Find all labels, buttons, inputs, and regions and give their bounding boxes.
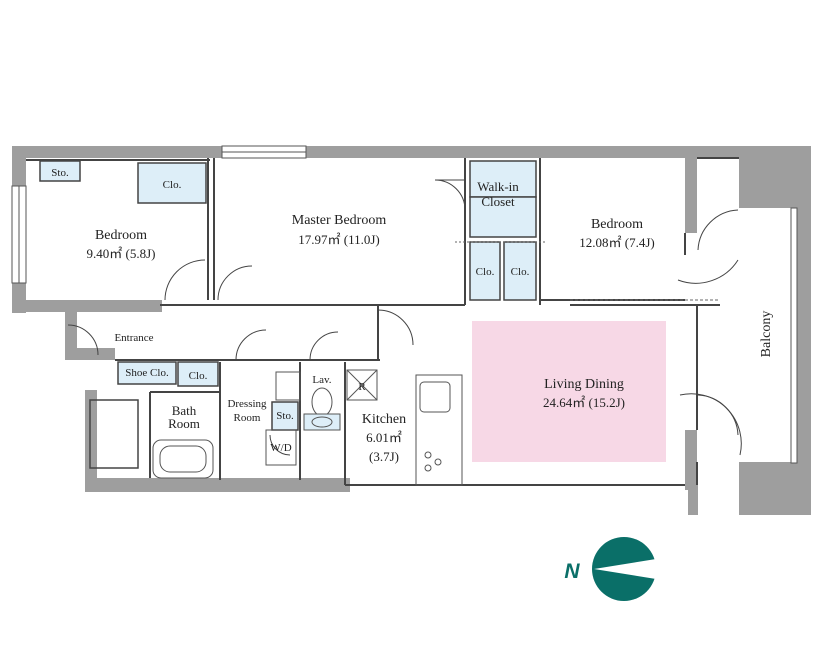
clo-entrance-box	[177, 361, 219, 387]
kitchen-area-line1: 6.01㎡	[366, 430, 402, 445]
stove-burner-icon	[424, 464, 432, 472]
sto-dressing-label: Sto.	[276, 410, 294, 422]
bedroom-right-name: Bedroom	[591, 217, 643, 232]
dressing-room-line1: Dressing	[227, 398, 267, 410]
clo-bedroom-label: Clo.	[163, 179, 182, 191]
room-labels: Bedroom 9.40㎡ (5.8J) Master Bedroom 17.9…	[87, 179, 774, 464]
toilet-icon	[311, 387, 333, 417]
refrigerator-label: R	[358, 381, 366, 393]
walk-in-closet-box-bottom	[469, 196, 537, 238]
bathtub	[152, 439, 214, 479]
living-dining-area: 24.64㎡ (15.2J)	[543, 395, 625, 410]
walk-in-closet-box-top	[469, 160, 537, 198]
bedroom-left-area: 9.40㎡ (5.8J)	[87, 246, 156, 261]
fixture-labels: Lav. W/D R	[270, 374, 366, 454]
sto-bedroom-box	[39, 160, 81, 182]
lav-label: Lav.	[312, 374, 331, 386]
partitions	[26, 157, 739, 486]
washer-dryer-box	[265, 429, 297, 466]
bedroom-left-name: Bedroom	[95, 228, 147, 243]
door-swings	[67, 179, 742, 456]
kitchen-area-line2: (3.7J)	[369, 449, 399, 464]
master-bedroom-area: 17.97㎡ (11.0J)	[298, 232, 380, 247]
stove-burner-icon	[434, 458, 442, 466]
master-bedroom-name: Master Bedroom	[292, 213, 387, 228]
north-letter: N	[564, 560, 580, 583]
entrance-label: Entrance	[114, 332, 153, 344]
living-dining-highlight	[472, 321, 666, 462]
stove-burner-icon	[424, 451, 432, 459]
fixtures	[152, 369, 463, 486]
walk-in-closet-line1: Walk-in	[477, 179, 519, 194]
shoe-clo-label: Shoe Clo.	[125, 367, 169, 379]
walk-in-closet-line2: Closet	[481, 194, 515, 209]
washer-dryer-label: W/D	[270, 442, 291, 454]
kitchen-name: Kitchen	[362, 412, 406, 427]
sto-bedroom-label: Sto.	[51, 167, 69, 179]
living-dining-name: Living Dining	[544, 377, 624, 392]
kitchen-counter	[415, 374, 463, 486]
clo-mid-2-label: Clo.	[511, 266, 530, 278]
clo-mid-1-box	[469, 241, 501, 301]
clo-bedroom-box	[137, 162, 207, 204]
sto-dressing-box	[271, 401, 299, 431]
bath-room-line1: Bath	[172, 403, 197, 418]
bedroom-right-area: 12.08㎡ (7.4J)	[579, 235, 654, 250]
closets	[39, 160, 537, 431]
refrigerator-box	[346, 369, 378, 401]
kitchen-sink	[419, 381, 451, 413]
walls	[12, 146, 811, 515]
dressing-room-line2: Room	[234, 412, 261, 424]
balcony-label: Balcony	[759, 311, 774, 358]
windows	[11, 145, 798, 464]
compass-needle-icon	[594, 559, 656, 579]
clo-entrance-label: Clo.	[189, 370, 208, 382]
sliding-door-markers	[455, 241, 720, 301]
clo-mid-1-label: Clo.	[476, 266, 495, 278]
storage-labels: Sto. Clo. Clo. Clo. Shoe Clo. Clo. Sto.	[51, 167, 529, 422]
bath-room-line2: Room	[168, 416, 200, 431]
shoe-clo-box	[117, 361, 177, 385]
north-compass: N	[564, 537, 656, 601]
